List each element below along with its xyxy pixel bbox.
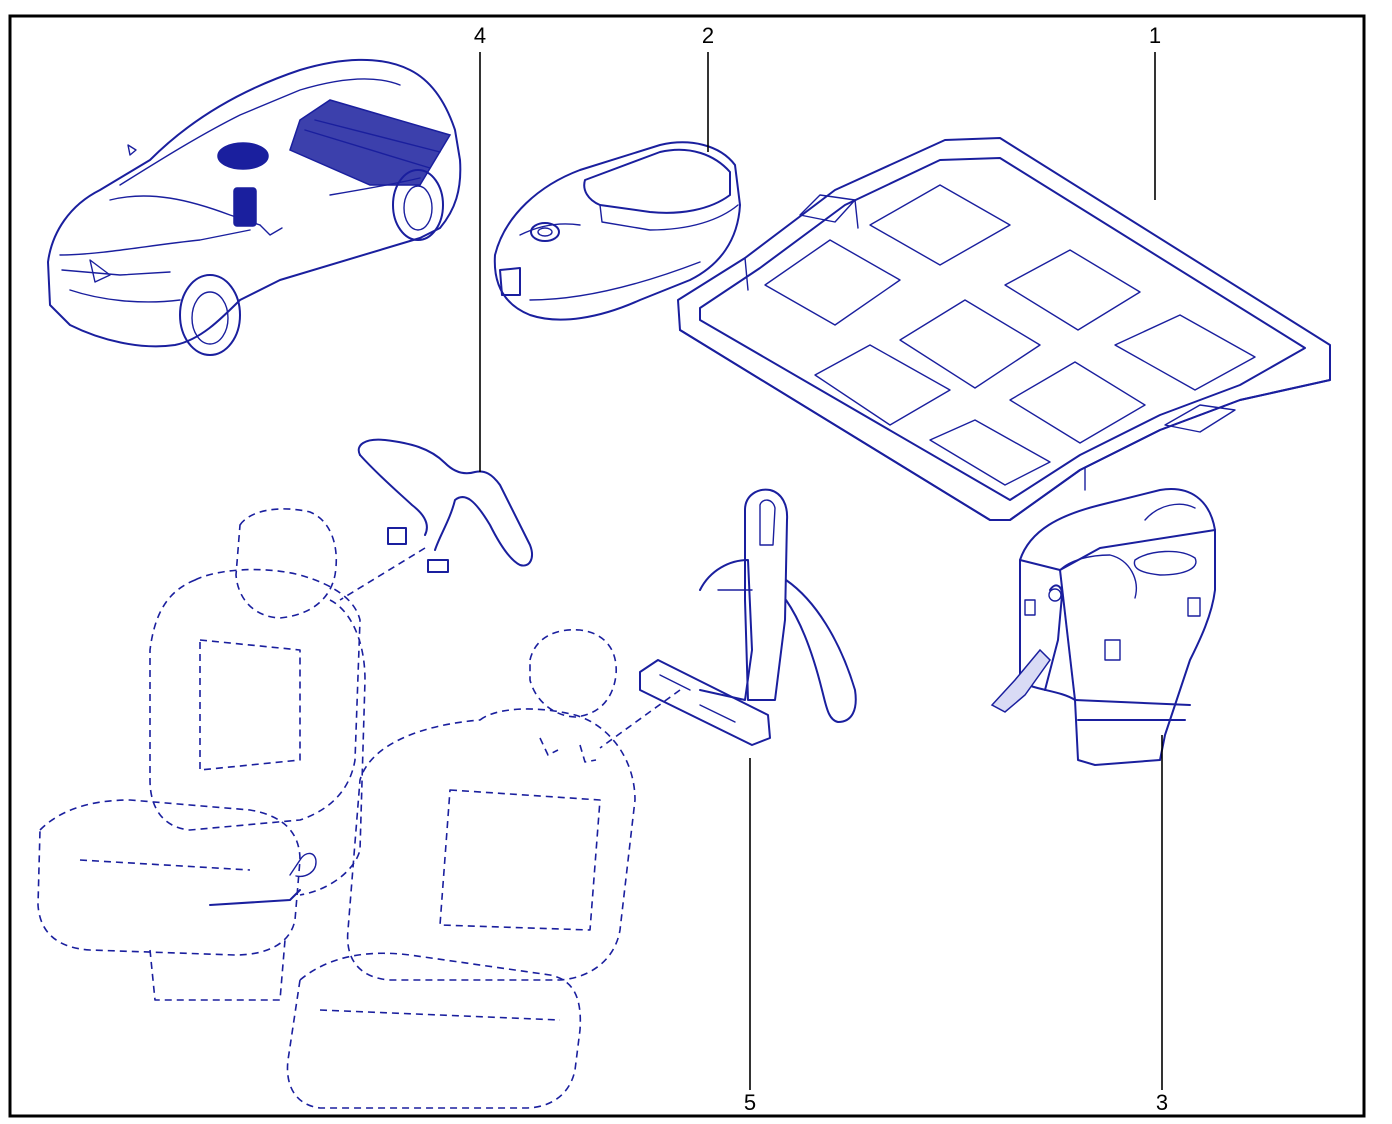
callout-label-1: 1	[1149, 23, 1161, 48]
armrest-illustration	[493, 141, 741, 321]
callout-label-4: 4	[474, 23, 486, 48]
diagram-frame	[8, 14, 1366, 1118]
hanger-attach-line	[339, 547, 426, 601]
rear-seat-illustration	[286, 628, 636, 1109]
cooler-illustration	[990, 488, 1216, 766]
hanger2-attach-line	[599, 689, 681, 749]
callout-labels: 1 2 3 4 5	[474, 23, 1168, 1115]
trunk-tray-illustration	[677, 137, 1331, 521]
callout-label-5: 5	[744, 1090, 756, 1115]
car-illustration	[47, 58, 462, 356]
callout-leaders	[479, 52, 1163, 1090]
callout-label-2: 2	[702, 23, 714, 48]
coat-hanger-illustration	[639, 488, 857, 746]
front-seat-illustration	[37, 508, 366, 1001]
callout-label-3: 3	[1156, 1090, 1168, 1115]
seat-hanger-illustration	[357, 438, 533, 573]
